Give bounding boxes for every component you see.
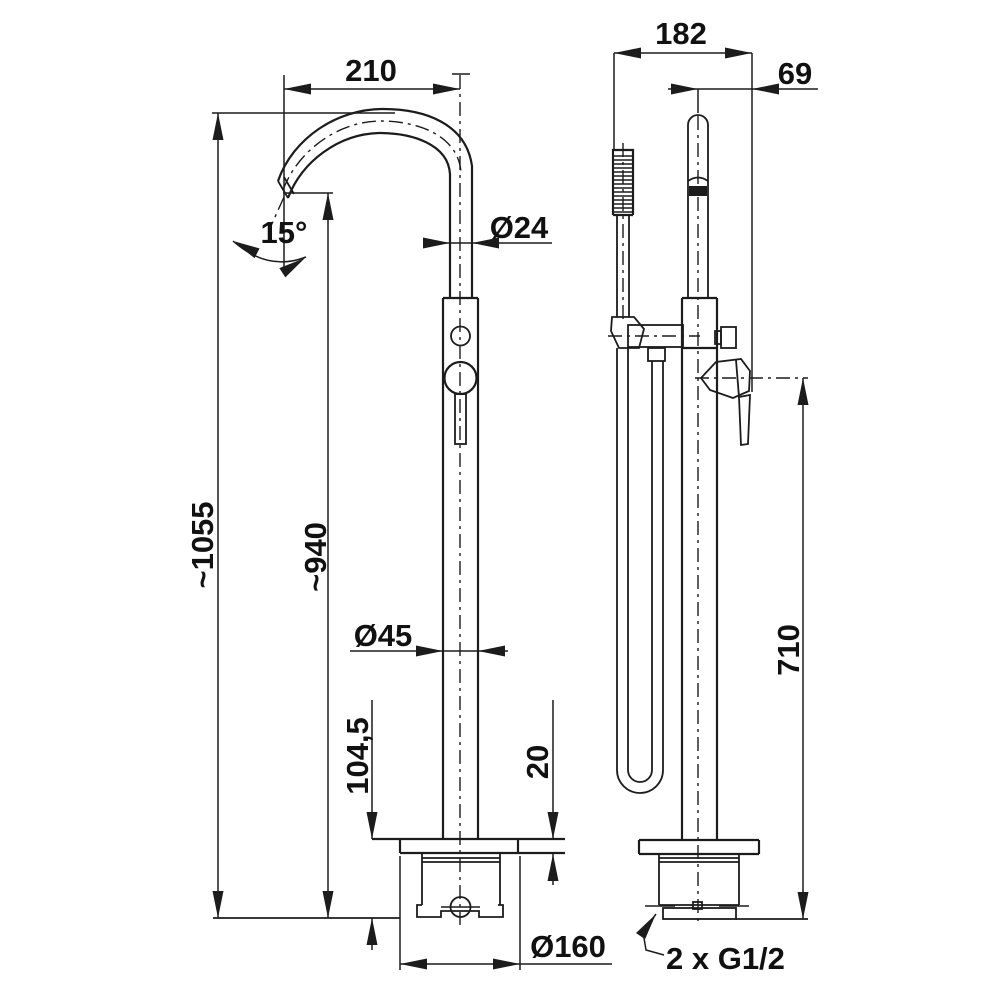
riser-dome-cap bbox=[687, 114, 709, 126]
base-sleeve-side bbox=[658, 854, 740, 906]
dim-spout-angle: 15° bbox=[261, 215, 308, 250]
spout-axis-extension bbox=[270, 196, 285, 227]
shower-handle bbox=[616, 215, 630, 317]
spout-centerline-arc bbox=[282, 120, 462, 191]
front-dimensions: 210 15° ~1055 ~940 Ø24 Ø45 bbox=[185, 53, 612, 970]
lever-grip bbox=[738, 393, 751, 447]
riser-and-body bbox=[608, 114, 737, 923]
dim-inlet-connections: 2 x G1/2 bbox=[666, 941, 785, 976]
hand-shower bbox=[610, 143, 645, 349]
mixer-column bbox=[441, 73, 480, 925]
mounting-flange-side bbox=[662, 907, 737, 920]
angle-arc bbox=[232, 240, 307, 263]
dim-spout-outlet-height: ~940 bbox=[298, 522, 333, 592]
base-plate bbox=[372, 837, 565, 855]
spout-gooseneck bbox=[270, 107, 474, 298]
front-base bbox=[213, 837, 565, 919]
dim-base-plate-diameter: Ø160 bbox=[530, 929, 606, 964]
flange-center-notch bbox=[692, 901, 703, 910]
side-view: 182 69 710 2 x G1/2 bbox=[608, 16, 818, 976]
spout-outlet-rim bbox=[283, 176, 295, 195]
valve-body-column bbox=[680, 296, 719, 840]
shower-cradle bbox=[610, 316, 645, 349]
shower-hose bbox=[616, 347, 666, 794]
dim-riser-to-lever: 69 bbox=[778, 56, 812, 91]
mounting-flange bbox=[416, 904, 504, 918]
diverter-knob bbox=[720, 326, 737, 349]
dim-column-diameter: Ø45 bbox=[354, 618, 413, 653]
base-plate-side bbox=[637, 838, 761, 856]
hose-nut bbox=[647, 347, 666, 362]
dim-plate-thickness: 20 bbox=[520, 745, 555, 779]
dim-base-height: 104,5 bbox=[340, 717, 375, 795]
dim-overall-depth: 182 bbox=[655, 16, 707, 51]
dim-lever-height: 710 bbox=[771, 624, 806, 676]
dim-overall-height: ~1055 bbox=[185, 501, 220, 588]
riser-pipe bbox=[687, 125, 709, 298]
lever-head bbox=[699, 358, 751, 399]
hose-u-bend bbox=[616, 769, 664, 794]
lever-rod bbox=[454, 393, 467, 445]
dim-spout-reach: 210 bbox=[345, 53, 397, 88]
side-base bbox=[637, 838, 808, 920]
front-view: 210 15° ~1055 ~940 Ø24 Ø45 bbox=[185, 53, 612, 970]
base-sleeve bbox=[421, 853, 501, 905]
dim-spout-tube-diameter: Ø24 bbox=[490, 210, 549, 245]
side-dimensions: 182 69 710 2 x G1/2 bbox=[613, 16, 818, 976]
